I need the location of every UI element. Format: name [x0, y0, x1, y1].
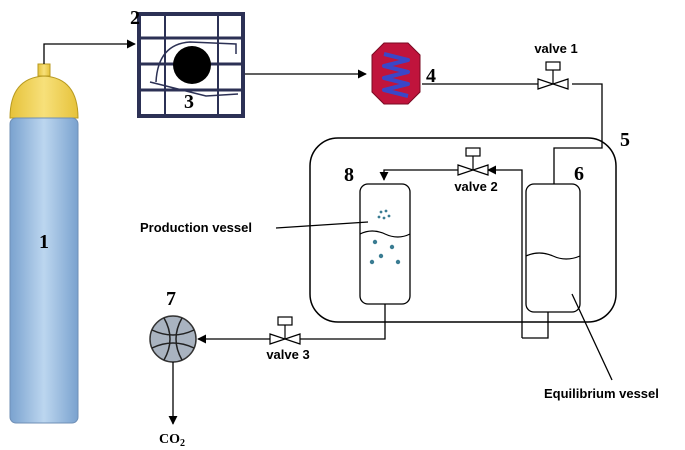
gas-cylinder: 1 — [9, 63, 79, 424]
valve-1[interactable]: valve 1 — [534, 41, 578, 90]
valve-2-label: valve 2 — [454, 179, 497, 194]
valve-icon — [545, 61, 561, 71]
compressor-number: 2 — [130, 7, 140, 29]
cylinder-number: 1 — [39, 231, 49, 253]
production-vessel-leader — [275, 221, 369, 229]
pipe-production-to-valve3 — [300, 304, 386, 340]
co2-outlet-label: CO2 — [159, 432, 185, 449]
compressor: 2 3 — [130, 7, 245, 118]
pipe-valve1-to-equilibrium — [549, 83, 603, 213]
valve-1-label: valve 1 — [534, 41, 577, 56]
heater: 4 — [371, 42, 436, 105]
water-bath — [309, 137, 617, 323]
flow-meter: 7 — [149, 288, 197, 363]
valve-2[interactable]: valve 2 — [454, 147, 498, 194]
production-vessel-label: Production vessel — [140, 220, 252, 235]
equilibrium-vessel: 6 — [525, 163, 584, 313]
pipe-cylinder-to-compressor — [43, 39, 136, 64]
equilibrium-vessel-body — [525, 183, 581, 313]
valve-icon — [277, 316, 293, 326]
production-vessel: 8 — [344, 164, 411, 305]
flow-meter-icon — [149, 315, 197, 363]
pipe-valve2-to-production — [379, 169, 458, 181]
cylinder-body — [9, 117, 79, 424]
valve-3[interactable]: valve 3 — [266, 316, 310, 362]
equilibrium-number: 6 — [574, 163, 584, 185]
compressor-inner-number: 3 — [184, 91, 194, 113]
valve-icon — [465, 147, 481, 157]
heating-coil-icon — [382, 52, 410, 98]
compressor-rotor-icon — [173, 46, 211, 84]
production-liquid-level — [359, 230, 411, 238]
equilibrium-liquid-level — [525, 252, 581, 260]
meter-number: 7 — [166, 288, 176, 310]
production-number: 8 — [344, 164, 354, 186]
heater-number: 4 — [426, 65, 436, 87]
valve-3-label: valve 3 — [266, 347, 309, 362]
cylinder-cap — [9, 75, 79, 119]
equilibrium-vessel-leader — [571, 293, 613, 381]
equilibrium-vessel-label: Equilibrium vessel — [544, 386, 659, 401]
pipe-equilibrium-to-valve2 — [487, 165, 523, 338]
cylinder-valve-stem — [37, 63, 51, 77]
bath-number: 5 — [620, 129, 630, 151]
production-vessel-body — [359, 183, 411, 305]
